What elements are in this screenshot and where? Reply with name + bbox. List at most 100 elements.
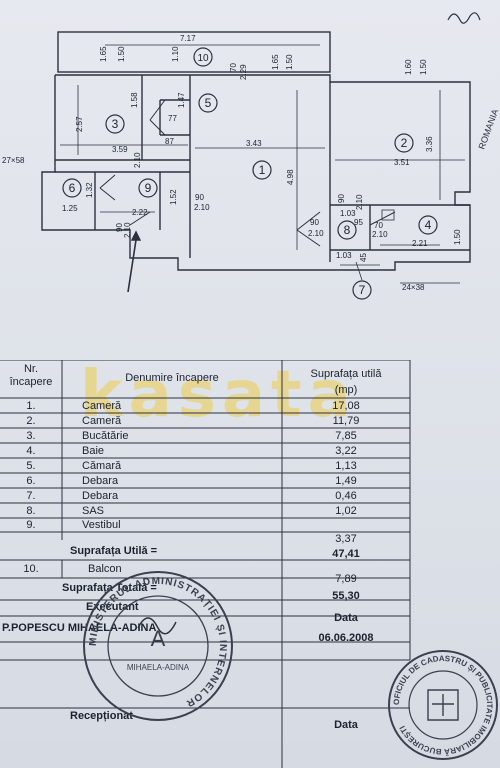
svg-text:2.10: 2.10	[355, 194, 364, 210]
floor-plan: 1 2 3 4 5 6 7 8 9 10 7.17 1.65 1.50 1.10…	[2, 12, 500, 300]
balcony-outline	[57, 31, 331, 73]
svg-text:77: 77	[168, 114, 177, 123]
row-8-value: 1,02	[335, 505, 357, 517]
dimension-labels: 7.17 1.65 1.50 1.10 70 2.29 1.65 1.50 1.…	[2, 34, 462, 292]
svg-text:1.50: 1.50	[419, 59, 428, 75]
svg-text:3.36: 3.36	[425, 136, 434, 152]
room-number-10: 10	[197, 53, 209, 64]
receptionat-label: Recepționat	[70, 710, 133, 722]
balcon-name: Balcon	[88, 563, 122, 575]
header-nr: Nr.	[23, 363, 39, 375]
corner-signature	[447, 12, 481, 24]
row-5-name: Cămară	[82, 460, 122, 472]
svg-text:2.21: 2.21	[412, 239, 428, 248]
svg-text:2.10: 2.10	[123, 222, 132, 238]
svg-text:1.47: 1.47	[177, 92, 186, 108]
room-number-3: 3	[112, 117, 119, 131]
room-number-2: 2	[401, 136, 408, 150]
util-value: 47,41	[332, 548, 360, 560]
svg-text:2.10: 2.10	[372, 230, 388, 239]
svg-text:4.98: 4.98	[286, 169, 295, 185]
svg-text:3.43: 3.43	[246, 139, 262, 148]
svg-text:90: 90	[115, 223, 124, 232]
svg-text:1.03: 1.03	[336, 251, 352, 260]
coat-of-arms-icon	[427, 689, 459, 721]
room-number-8: 8	[344, 223, 351, 237]
row-7-value: 0,46	[335, 490, 357, 502]
row-5-value: 1,13	[335, 460, 357, 472]
room-number-1: 1	[259, 163, 266, 177]
svg-text:2.57: 2.57	[75, 116, 84, 132]
row-6-value: 1,49	[335, 475, 357, 487]
outer-wall	[41, 74, 471, 271]
svg-text:90: 90	[310, 218, 319, 227]
row-3-name: Bucătărie	[82, 430, 129, 442]
row-2-name: Cameră	[82, 415, 122, 427]
row-6-nr: 6.	[26, 475, 36, 487]
executant-name: P.POPESCU MIHAELA-ADINA	[2, 622, 157, 634]
svg-text:3.59: 3.59	[112, 145, 128, 154]
header-suprafata: Suprafața utilă	[310, 368, 382, 380]
svg-text:1.52: 1.52	[169, 189, 178, 205]
svg-text:1.58: 1.58	[130, 92, 139, 108]
row-1-value: 17,08	[332, 400, 360, 412]
row-7-nr: 7.	[26, 490, 36, 502]
svg-text:1.65: 1.65	[271, 54, 280, 70]
svg-text:1.50: 1.50	[117, 46, 126, 62]
official-stamp-left: MINISTERUL ADMINISTRAȚIEI ȘI INTERNELOR …	[83, 571, 233, 721]
stamp-name: MIHAELA-ADINA	[127, 663, 190, 672]
svg-text:2.10: 2.10	[194, 203, 210, 212]
svg-text:2.10: 2.10	[308, 229, 324, 238]
svg-text:90: 90	[337, 194, 346, 203]
svg-text:90: 90	[195, 193, 204, 202]
svg-text:24×38: 24×38	[402, 283, 425, 292]
svg-text:1.60: 1.60	[404, 59, 413, 75]
row-4-value: 3,22	[335, 445, 357, 457]
official-stamp-right: OFICIUL DE CADASTRU ȘI PUBLICITATE IMOBI…	[388, 650, 498, 760]
row-2-value: 11,79	[332, 415, 360, 427]
header-incapere: încapere	[9, 376, 53, 388]
room-number-4: 4	[425, 218, 432, 232]
svg-text:95: 95	[354, 218, 363, 227]
room-number-7: 7	[359, 283, 366, 297]
svg-text:1.50: 1.50	[285, 54, 294, 70]
svg-text:2.22: 2.22	[132, 208, 148, 217]
row-4-nr: 4.	[26, 445, 36, 457]
balcon-value: 7,89	[335, 573, 357, 585]
svg-text:2.29: 2.29	[239, 64, 248, 80]
header-denumire: Denumire încapere	[125, 372, 219, 384]
room-number-6: 6	[69, 181, 76, 195]
row-5-nr: 5.	[26, 460, 36, 472]
row-1-nr: 1.	[26, 400, 36, 412]
svg-text:1.10: 1.10	[171, 46, 180, 62]
svg-text:1.32: 1.32	[85, 182, 94, 198]
util-label: Suprafața Utilă =	[70, 545, 158, 557]
svg-text:45: 45	[359, 253, 368, 262]
row-8-name: SAS	[82, 505, 105, 517]
header-mp: (mp)	[334, 384, 358, 396]
svg-text:1.03: 1.03	[340, 209, 356, 218]
data-label-2: Data	[334, 719, 358, 731]
row-4-name: Baie	[82, 445, 105, 457]
row-9-value: 3,37	[335, 533, 357, 545]
balcon-nr: 10.	[23, 563, 39, 575]
svg-text:7.17: 7.17	[180, 34, 196, 43]
row-6-name: Debara	[82, 475, 119, 487]
svg-text:87: 87	[165, 137, 174, 146]
row-9-nr: 9.	[26, 519, 36, 531]
svg-text:1.65: 1.65	[99, 46, 108, 62]
total-label: Suprafața Totală =	[62, 582, 157, 594]
row-1-name: Cameră	[82, 400, 122, 412]
total-value: 55,30	[332, 590, 360, 602]
romania-text: ROMANIA	[476, 108, 500, 151]
svg-text:1.50: 1.50	[453, 229, 462, 245]
row-8-nr: 8.	[26, 505, 36, 517]
row-3-nr: 3.	[26, 430, 36, 442]
svg-text:70: 70	[229, 63, 238, 72]
stamp-letter: A	[151, 626, 166, 651]
date-value: 06.06.2008	[318, 632, 374, 644]
data-label: Data	[334, 612, 358, 624]
row-7-name: Debara	[82, 490, 119, 502]
room-number-5: 5	[205, 96, 212, 110]
